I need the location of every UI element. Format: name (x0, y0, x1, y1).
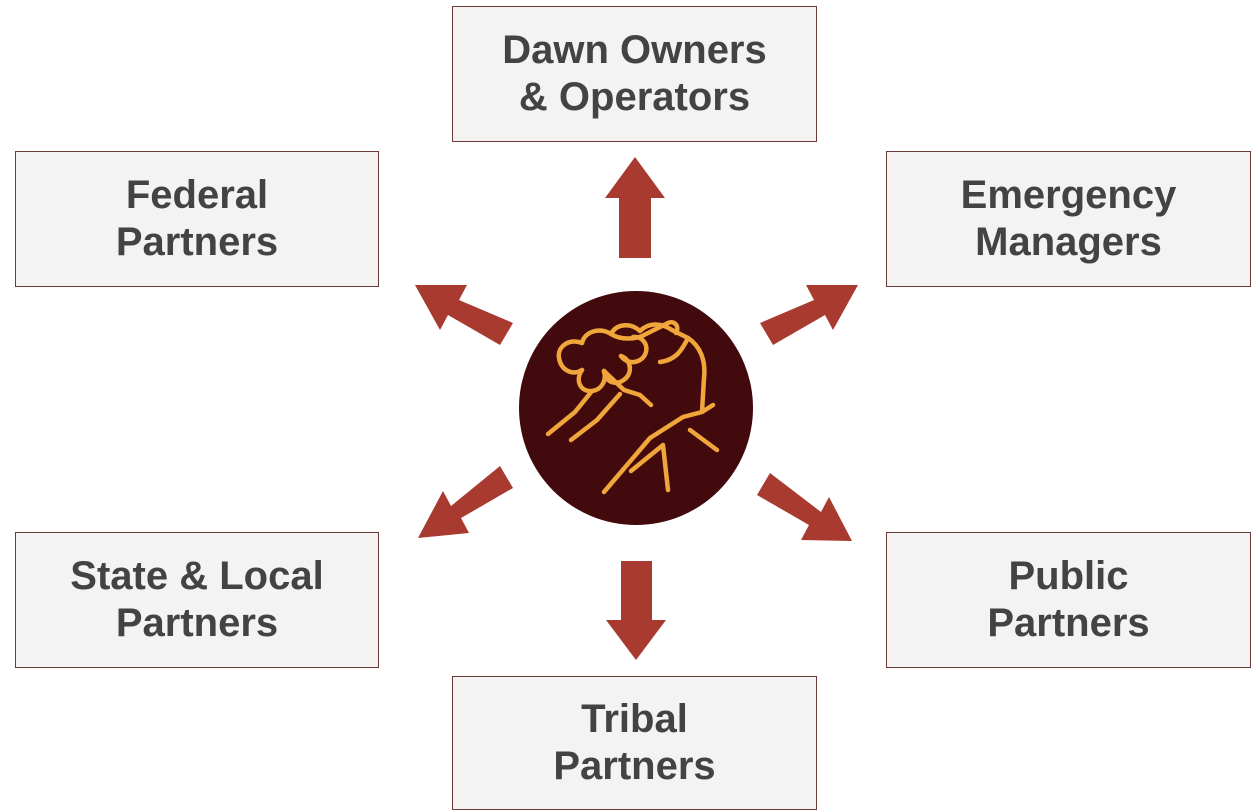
box-label-line1: Public (1008, 554, 1129, 598)
arrow-to-state-local-partners (418, 466, 513, 538)
box-state-local-partners: State & Local Partners (15, 532, 379, 668)
box-label-line2: Partners (115, 220, 279, 264)
box-label-line2: & Operators (518, 75, 751, 119)
box-emergency-managers: Emergency Managers (886, 151, 1251, 287)
box-label-line1: Tribal (581, 697, 688, 741)
box-label-line1: Dawn Owners (502, 28, 767, 72)
box-tribal-partners: Tribal Partners (452, 676, 817, 810)
arrow-up-to-owners (605, 157, 665, 258)
arrow-down-to-tribal-partners (606, 561, 666, 660)
box-label-line2: Managers (975, 220, 1162, 264)
box-label-line2: Partners (115, 601, 279, 645)
arrow-to-public-partners (757, 473, 852, 541)
arrow-to-emergency-managers (760, 285, 858, 345)
handshake-arm-wrestle-icon (545, 320, 720, 495)
box-label-line1: State & Local (70, 554, 324, 598)
hub-circle (519, 291, 753, 525)
box-dawn-owners-operators: Dawn Owners & Operators (452, 6, 817, 142)
box-label-line1: Emergency (960, 173, 1177, 217)
arrows (415, 157, 858, 660)
box-label-line2: Partners (553, 744, 716, 788)
box-label-line2: Partners (987, 601, 1150, 645)
box-federal-partners: Federal Partners (15, 151, 379, 287)
box-label-line1: Federal (125, 173, 269, 217)
arrow-to-federal-partners (415, 285, 513, 345)
box-public-partners: Public Partners (886, 532, 1251, 668)
